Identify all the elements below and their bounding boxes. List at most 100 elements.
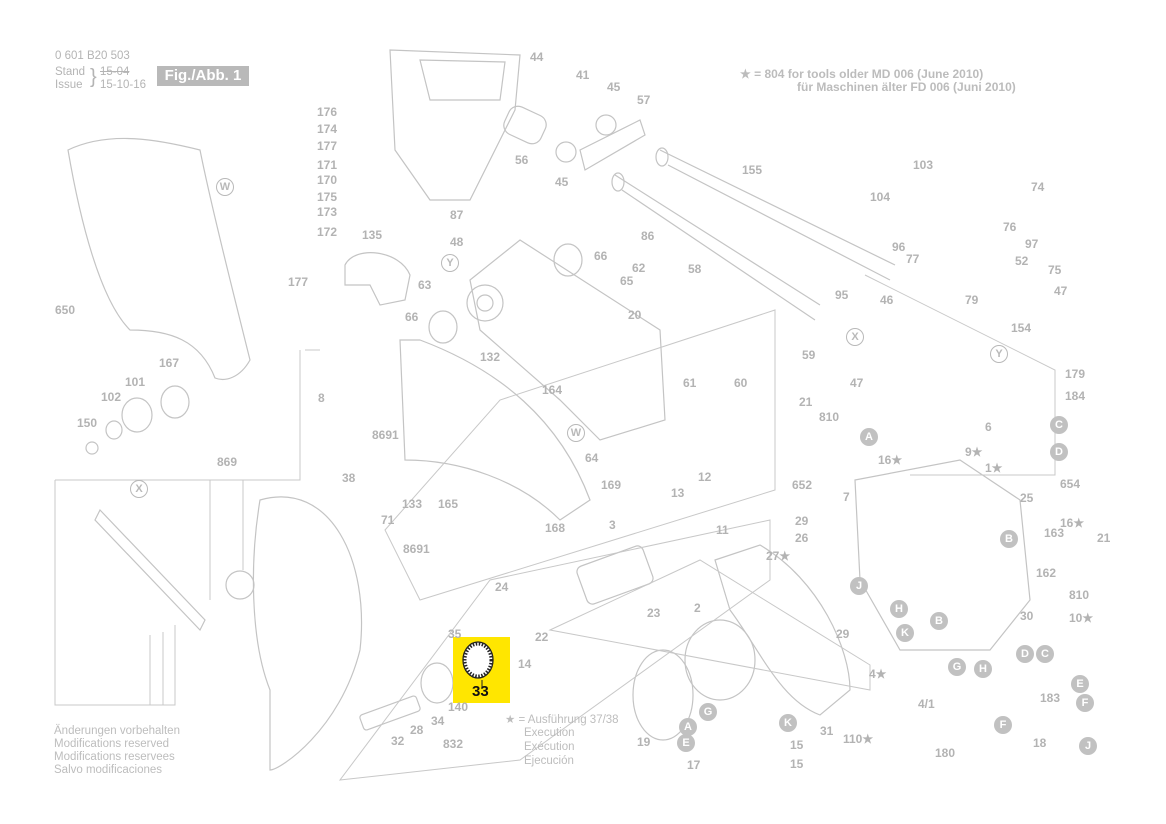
part-label-184: 184 — [1065, 389, 1086, 403]
issue-date: 15-10-16 — [100, 79, 147, 91]
part-label-7: 7 — [843, 490, 850, 504]
part-label-169: 169 — [601, 478, 622, 492]
motor-housing-shape — [854, 459, 1031, 651]
part-label-14: 14 — [518, 657, 532, 671]
footer-line2: Modifications reserved — [54, 738, 170, 750]
part-label-62: 62 — [632, 261, 646, 275]
part-label-46: 46 — [880, 293, 894, 307]
part-label-650: 650 — [55, 303, 76, 317]
lever-shape — [94, 508, 206, 632]
connector-marker-K1: K — [896, 624, 914, 642]
part-label-654: 654 — [1060, 477, 1081, 491]
part-label-177a: 177 — [317, 139, 338, 153]
part-label-140: 140 — [448, 700, 469, 714]
part-label-45b: 45 — [555, 175, 569, 189]
part-label-832: 832 — [443, 737, 464, 751]
part-label-21b: 21 — [1097, 531, 1111, 545]
part-label-177b: 177 — [288, 275, 309, 289]
connector-marker-B1: B — [1000, 530, 1018, 548]
part-label-13: 13 — [671, 486, 685, 500]
part-label-164: 164 — [542, 383, 563, 397]
connector-marker-J1: J — [850, 577, 868, 595]
part-label-44: 44 — [530, 50, 544, 64]
figure-label: Fig./Abb. 1 — [157, 66, 249, 86]
connector-marker-D1: D — [1050, 443, 1068, 461]
connector-marker-E1: E — [1071, 675, 1089, 693]
stand-label: Stand — [55, 66, 86, 78]
part-label-74: 74 — [1031, 180, 1045, 194]
connector-marker-A2: A — [679, 718, 697, 736]
part-label-183: 183 — [1040, 691, 1061, 705]
part-label-8: 8 — [318, 391, 325, 405]
part-label-155: 155 — [742, 163, 763, 177]
connector-marker-X1: X — [130, 480, 148, 498]
connector-marker-H2: H — [974, 660, 992, 678]
part-label-133: 133 — [402, 497, 423, 511]
part-label-57: 57 — [637, 93, 651, 107]
connector-marker-K2: K — [779, 714, 797, 732]
part-label-29a: 29 — [795, 514, 809, 528]
part-label-3: 3 — [609, 518, 616, 532]
part-label-4_1: 4/1 — [918, 697, 935, 711]
part-label-101: 101 — [125, 375, 146, 389]
part-label-1: 1★ — [985, 461, 1003, 475]
star-note-line2: für Maschinen älter FD 006 (Juni 2010) — [797, 80, 1016, 94]
part-label-15a: 15 — [790, 738, 804, 752]
part-label-104: 104 — [870, 190, 891, 204]
part-label-16b: 16★ — [1060, 516, 1085, 530]
connector-marker-J2: J — [1079, 737, 1097, 755]
part-label-79: 79 — [965, 293, 979, 307]
plate-57-shape — [579, 119, 646, 171]
part-number: 0 601 B20 503 — [55, 50, 130, 62]
part-label-58: 58 — [688, 262, 702, 276]
connector-marker-Y1: Y — [441, 254, 459, 272]
connector-marker-H1: H — [890, 600, 908, 618]
handle-110-shape — [714, 544, 851, 716]
connector-marker-Y2: Y — [990, 345, 1008, 363]
part-label-41: 41 — [576, 68, 590, 82]
part-label-15b: 15 — [790, 757, 804, 771]
cover-132-shape — [399, 339, 591, 521]
part-label-71: 71 — [381, 513, 395, 527]
part-label-34: 34 — [431, 714, 445, 728]
part-label-175: 175 — [317, 190, 338, 204]
connector-marker-W2: W — [567, 424, 585, 442]
connector-marker-A1: A — [860, 428, 878, 446]
part-label-168: 168 — [545, 521, 566, 535]
part-label-52: 52 — [1015, 254, 1029, 268]
footer-line3: Modifications reservees — [54, 751, 175, 763]
part-label-95: 95 — [835, 288, 849, 302]
dust-bag-shape — [67, 137, 251, 381]
part-label-28: 28 — [410, 723, 424, 737]
part-label-8691a: 8691 — [372, 428, 399, 442]
part-label-27: 27★ — [766, 549, 791, 563]
part-label-29b: 29 — [836, 627, 850, 641]
part-label-179: 179 — [1065, 367, 1086, 381]
part-label-110: 110★ — [843, 732, 874, 746]
part-label-63: 63 — [418, 278, 432, 292]
brace-glyph: } — [90, 66, 97, 88]
part-label-132: 132 — [480, 350, 501, 364]
part-label-652: 652 — [792, 478, 813, 492]
part-label-59: 59 — [802, 348, 816, 362]
part-label-172: 172 — [317, 225, 338, 239]
part-label-33: 33 — [472, 683, 489, 700]
part-label-102: 102 — [101, 390, 122, 404]
part-label-17: 17 — [687, 758, 701, 772]
part-label-75: 75 — [1048, 263, 1062, 277]
connector-marker-F1: F — [1076, 694, 1094, 712]
footer-line4: Salvo modificaciones — [54, 764, 163, 776]
execution-legend-line3: Exécution — [524, 741, 575, 753]
connector-marker-W1: W — [216, 178, 234, 196]
arm-housing-shape — [389, 49, 521, 201]
part-label-2: 2 — [694, 601, 701, 615]
part-label-22: 22 — [535, 630, 549, 644]
part-label-38: 38 — [342, 471, 356, 485]
part-label-31: 31 — [820, 724, 834, 738]
part-label-10: 10★ — [1069, 611, 1094, 625]
part-label-16a: 16★ — [878, 453, 903, 467]
part-label-163: 163 — [1044, 526, 1065, 540]
part-label-170: 170 — [317, 173, 338, 187]
